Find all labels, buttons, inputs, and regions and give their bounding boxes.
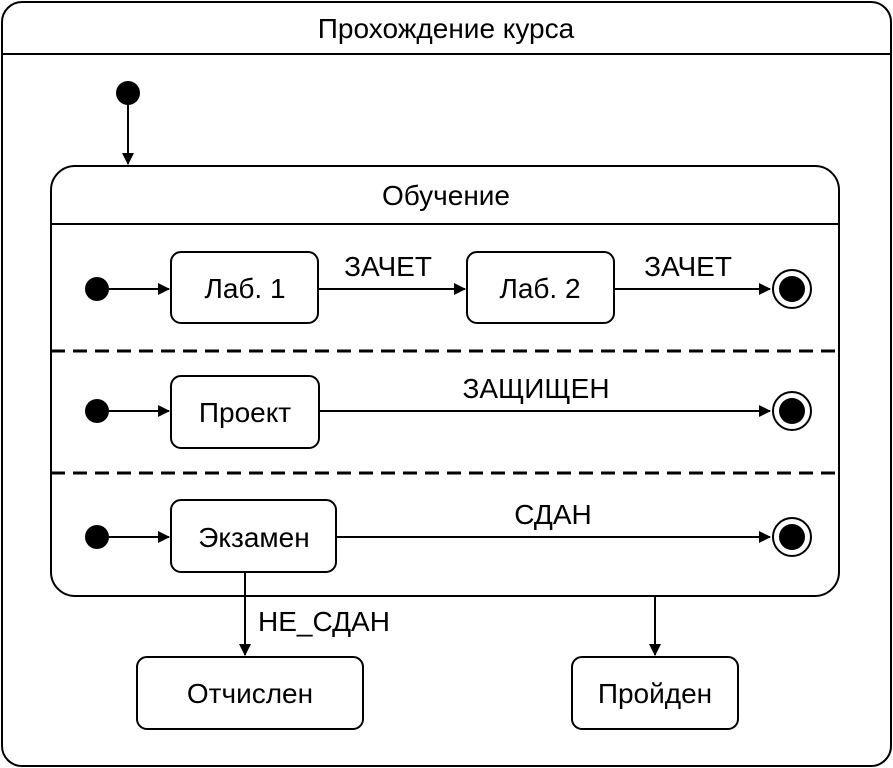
initial-node-outer bbox=[116, 81, 140, 105]
composite-state-training bbox=[50, 165, 840, 597]
transition-label-exam-to-expelled: НЕ_СДАН bbox=[258, 606, 390, 637]
outer-title: Прохождение курса bbox=[318, 13, 575, 44]
transition-label-lab2-to-final: ЗАЧЕТ bbox=[644, 251, 732, 282]
final-node-region-1 bbox=[772, 269, 812, 309]
initial-node-region-3 bbox=[85, 525, 109, 549]
state-lab1 bbox=[170, 251, 319, 324]
state-lab2 bbox=[466, 251, 615, 324]
state-project-label: Проект bbox=[199, 397, 291, 428]
state-exam-label: Экзамен bbox=[198, 522, 309, 553]
state-expelled bbox=[136, 656, 364, 730]
state-passed-label: Пройден bbox=[598, 678, 712, 709]
state-passed bbox=[571, 656, 739, 730]
state-lab2-label: Лаб. 2 bbox=[499, 273, 580, 304]
final-node-region-3 bbox=[772, 517, 812, 557]
state-expelled-label: Отчислен bbox=[187, 678, 313, 709]
final-node-region-2 bbox=[772, 391, 812, 431]
initial-node-region-1 bbox=[85, 277, 109, 301]
transition-label-exam-to-final: СДАН bbox=[514, 499, 591, 530]
transition-label-lab1-to-lab2: ЗАЧЕТ bbox=[344, 251, 432, 282]
state-lab1-label: Лаб. 1 bbox=[204, 273, 285, 304]
transition-label-project-to-final: ЗАЩИЩЕН bbox=[462, 373, 609, 404]
initial-node-region-2 bbox=[85, 399, 109, 423]
composite-title: Обучение bbox=[382, 180, 510, 211]
